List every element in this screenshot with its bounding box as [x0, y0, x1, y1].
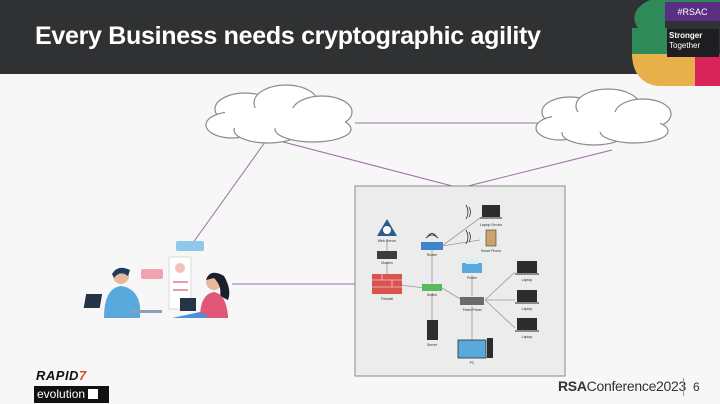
badge-green-left: [632, 28, 667, 54]
node-label-smart-phone: Smart Phone: [481, 249, 501, 253]
node-label-laptop-1: Laptop: [522, 278, 533, 282]
printer-icon: [462, 259, 482, 273]
title-bar: Every Business needs cryptographic agili…: [0, 0, 720, 74]
badge-yellow-shape: [632, 54, 695, 86]
badge-pink-shape: [695, 54, 720, 86]
rapid7-main: RAPID: [36, 368, 79, 383]
node-label-web-server: Web Server: [378, 239, 397, 243]
web-server-icon: [377, 219, 397, 236]
network-wires: [386, 217, 516, 340]
node-label-modem: Modem: [381, 261, 393, 265]
node-label-firewall: Firewall: [381, 297, 393, 301]
server-icon: [427, 320, 438, 340]
laptop-icon-2: [515, 290, 539, 304]
node-label-pc: PC: [470, 361, 475, 365]
node-label-router: Router: [427, 253, 438, 257]
patch-panel-icon: [460, 297, 484, 305]
node-label-laptop-3: Laptop: [522, 335, 533, 339]
man-hair: [112, 267, 130, 278]
woman-laptop: [180, 298, 196, 311]
pc-icon: [457, 338, 493, 359]
rsa-conference-logo: RSAConference2023: [558, 378, 686, 394]
node-label-server: Server: [427, 343, 438, 347]
cloud-right-fill: [552, 112, 660, 132]
chat-bubble-blue: [176, 241, 204, 251]
evolution-logo: evolution: [34, 386, 109, 403]
firewall-icon: [372, 274, 402, 294]
badge-line1: Stronger: [669, 31, 703, 40]
badge-line2: Together: [669, 41, 701, 50]
modem-icon: [377, 251, 397, 259]
people-illustration: [83, 241, 230, 318]
node-label-printer: Printer: [467, 276, 478, 280]
node-label-laptop-2: Laptop: [522, 307, 533, 311]
footer-divider: [683, 378, 684, 396]
badge-hashtag: #RSAC: [665, 2, 720, 21]
smart-phone-icon: [465, 229, 497, 247]
link-cloud2-box: [459, 149, 613, 189]
badge-slogan: Stronger Together: [667, 29, 719, 57]
man-laptop: [83, 294, 103, 308]
woman-body: [200, 292, 228, 318]
router-icon: [421, 233, 443, 250]
chat-bubble-pink: [141, 269, 163, 279]
woman-hair: [206, 272, 230, 300]
link-cloud1-box: [267, 137, 461, 189]
rapid7-accent: 7: [78, 368, 87, 383]
rsa-bold: RSA: [558, 378, 587, 394]
laptop-device-icon: [465, 204, 502, 220]
node-label-patch-panel: Patch Panel: [463, 308, 482, 312]
node-label-laptop-device: Laptop Device: [480, 223, 502, 227]
man-body: [104, 286, 140, 318]
cloud-left-fill: [225, 108, 345, 128]
page-number: 6: [693, 380, 700, 394]
profile-avatar: [175, 263, 185, 273]
rsa-rest: Conference2023: [586, 378, 687, 394]
rsac-badge: #RSAC Stronger Together: [630, 0, 720, 86]
rapid7-logo: RAPID7: [36, 368, 87, 383]
cube-icon: [88, 389, 99, 399]
laptop-icon-3: [515, 318, 539, 332]
woman-legs: [172, 312, 210, 318]
switch-icon: [422, 284, 442, 291]
laptop-icon-1: [515, 261, 539, 275]
slide-title: Every Business needs cryptographic agili…: [35, 22, 541, 50]
node-label-switch: Switch: [427, 293, 437, 297]
link-cloud1-people: [189, 137, 269, 248]
evolution-text: evolution: [37, 387, 86, 401]
